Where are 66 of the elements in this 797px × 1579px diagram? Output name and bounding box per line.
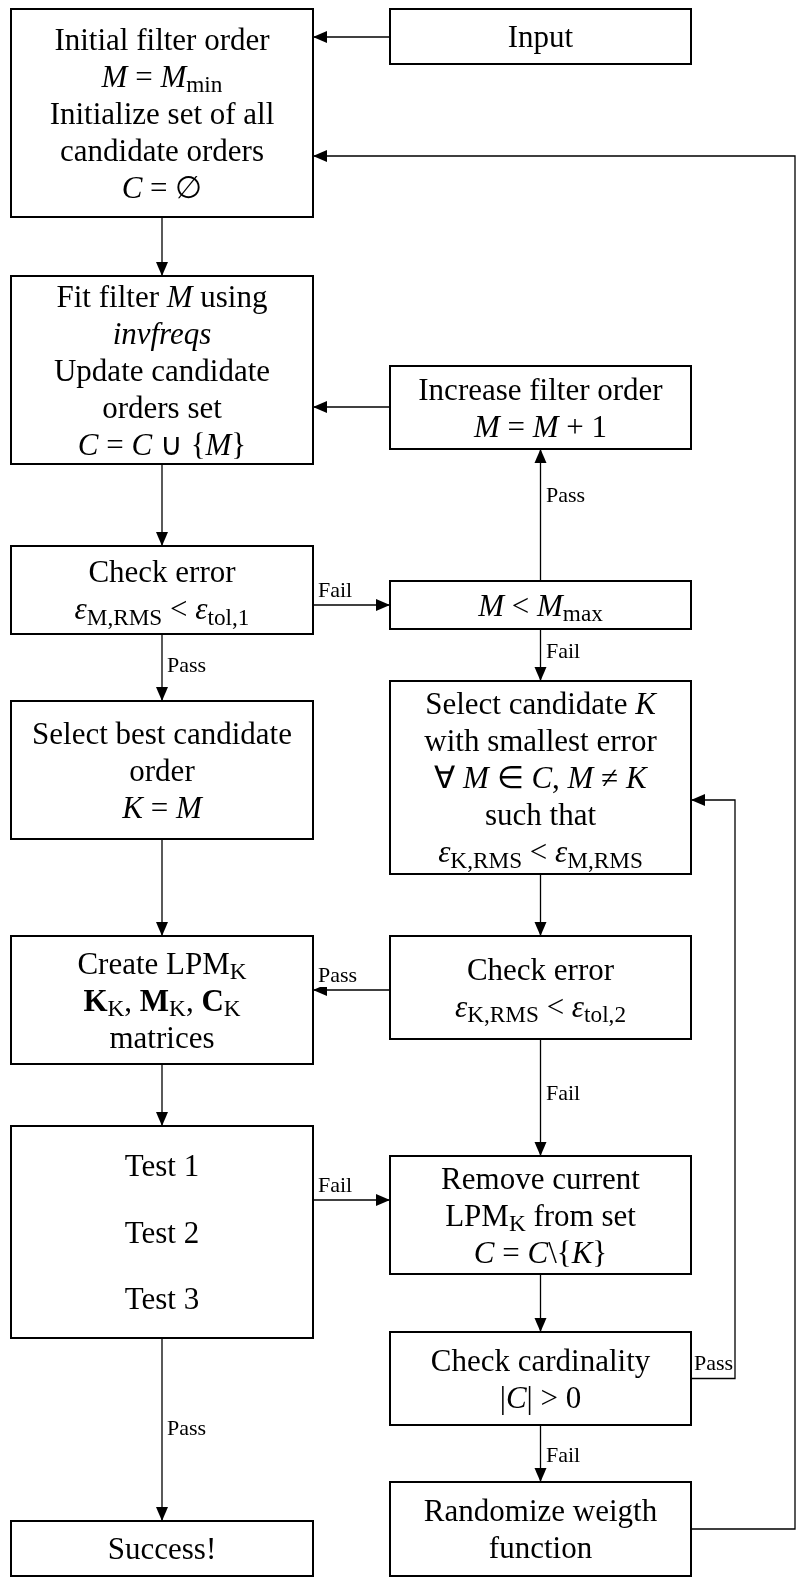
process-box — [10, 935, 314, 1065]
arrow — [156, 217, 168, 276]
process-box — [10, 1520, 314, 1577]
arrow — [156, 1064, 168, 1126]
arrow — [313, 150, 796, 1530]
node-text: ε$_{M,RMS}$ < ε$_{tol,1}$ — [74, 590, 250, 627]
process-box — [10, 1125, 314, 1339]
arrow — [156, 464, 168, 546]
node-text: C = C ∪ {M} — [77, 425, 247, 463]
node-text: Check cardinality — [430, 1341, 651, 1379]
node-text: Update candidate orders set — [53, 351, 271, 426]
process-box — [389, 935, 692, 1040]
node-text: C = C\{K} — [473, 1233, 608, 1271]
node-text: M = M + 1 — [473, 407, 608, 445]
node-text: Check error — [88, 553, 236, 590]
process-box — [389, 580, 692, 630]
arrow — [534, 874, 547, 936]
node-text: |C| > 0 — [499, 1378, 582, 1416]
arrow — [534, 1039, 547, 1156]
arrow — [313, 599, 390, 611]
node-text: Create LPM$_{K}$ — [77, 944, 247, 982]
process-box — [10, 545, 314, 635]
process-box — [389, 1331, 692, 1426]
process-box — [389, 680, 692, 875]
arrow — [156, 1338, 168, 1521]
process-box — [389, 1481, 692, 1577]
node-text: matrices — [109, 1018, 215, 1056]
node-text: Test 1 — [124, 1147, 200, 1184]
node-text: Initialize set of all candidate orders — [48, 94, 276, 169]
node-text: Test 3 — [124, 1280, 200, 1317]
node-text: ∀ M ∈ C, M ≠ K — [434, 759, 647, 796]
node-text: Select candidate K with smallest error — [423, 685, 658, 759]
process-box — [389, 1155, 692, 1275]
process-box — [10, 8, 314, 218]
process-box — [389, 365, 692, 450]
arrow — [534, 1425, 547, 1482]
arrow — [313, 401, 390, 413]
node-text: Select best candidate order — [31, 714, 293, 789]
node-text: Check error — [466, 950, 615, 988]
node-text: ε$_{K,RMS}$ < ε$_{M,RMS}$ — [438, 833, 643, 870]
node-text: K = M — [122, 788, 202, 826]
node-text: Increase filter order — [418, 370, 663, 408]
arrow — [313, 1194, 390, 1206]
arrow — [534, 1274, 547, 1332]
process-box — [10, 275, 314, 465]
node-text: C = ∅ — [121, 168, 203, 206]
arrow — [534, 449, 547, 581]
arrow — [691, 794, 736, 1380]
arrow — [534, 629, 547, 681]
process-box — [389, 8, 692, 65]
arrow — [313, 31, 390, 43]
node-text: M = M$_{min}$ — [101, 57, 223, 95]
node-text: Test 2 — [124, 1213, 200, 1251]
node-text: Randomize weigth function — [422, 1492, 659, 1566]
process-box — [10, 700, 314, 840]
node-text: such that — [484, 796, 597, 833]
node-text: M < M$_{max}$ — [478, 586, 603, 624]
node-text: Input — [507, 18, 574, 55]
arrow — [156, 839, 168, 936]
node-text: Success! — [107, 1530, 217, 1567]
node-text: K$_{K}$, M$_{K}$, C$_{K}$ — [83, 981, 241, 1019]
arrow — [156, 634, 168, 701]
node-text: Remove current LPM$_{K}$ from set — [440, 1159, 641, 1234]
node-text: Fit filter M using invfreqs — [55, 277, 269, 352]
node-text: Initial filter order — [54, 20, 270, 58]
node-text: ε$_{K,RMS}$ < ε$_{tol,2}$ — [454, 987, 627, 1025]
